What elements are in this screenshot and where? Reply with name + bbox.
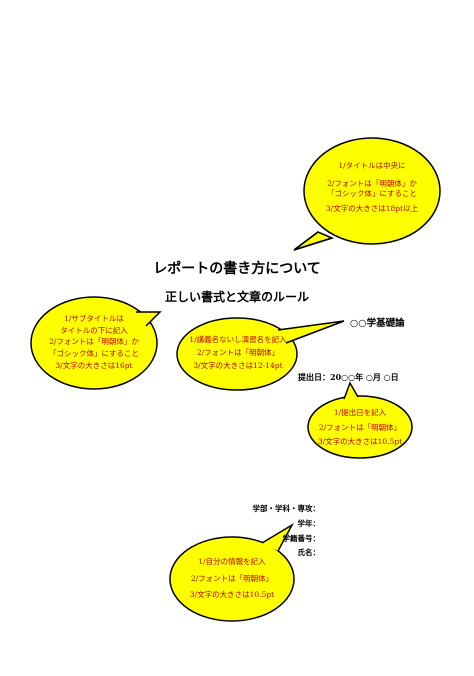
course-name: ○○学基礎論 <box>350 318 405 329</box>
callout-line: 3/文字の大きさは16pt <box>55 360 133 370</box>
callout-line: 2/フォントは「明朝体」か <box>327 178 417 188</box>
callout-line: 3/文字の大きさは18pt以上 <box>325 204 419 214</box>
info-label: 学籍番号： <box>282 534 321 543</box>
callout-date-note <box>307 381 413 459</box>
callout-line: 1/自分の情報を記入 <box>198 557 266 566</box>
callout-line: 3/文字の大きさは12-14pt <box>193 361 283 371</box>
callout-subtitle-note <box>30 296 162 390</box>
callout-line: 2/フォントは「明朝体」 <box>190 573 274 583</box>
callout-line: 1/タイトルは中央に <box>338 161 406 170</box>
info-row-department: 学部・学科・専攻： <box>240 503 321 514</box>
report-subtitle: 正しい書式と文章のルール <box>164 290 309 304</box>
callout-course-note <box>176 317 345 391</box>
info-label: 学年： <box>297 519 321 528</box>
info-row-student-id: 学籍番号： <box>240 533 321 544</box>
callout-line: 2/フォントは「明朝体」 <box>318 422 402 432</box>
callout-info-text: 1/自分の情報を記入 2/フォントは「明朝体」 3/文字の大きさは10.5pt <box>182 554 282 604</box>
report-title: レポートの書き方について <box>153 261 321 277</box>
callout-title-text: 1/タイトルは中央に 2/フォントは「明朝体」か 「ゴシック体」にすること 3/… <box>318 158 426 217</box>
info-row-year: 学年： <box>240 518 321 529</box>
callout-line: 「ゴシック体」にすること <box>48 348 140 358</box>
callout-line: 「ゴシック体」にすること <box>326 188 418 198</box>
submission-date: 提出日：20○○年 ○月 ○日 <box>298 372 399 382</box>
callout-line: 1/講義名ないし演習名を記入 <box>189 335 287 344</box>
callout-title-note <box>293 137 441 251</box>
callout-line: 2/フォントは「明朝体」 <box>196 348 280 358</box>
callout-line: 3/文字の大きさは10.5pt <box>189 590 275 599</box>
callout-line: 1/サブタイトルは <box>64 314 124 323</box>
callout-date-text: 1/提出日を記入 2/フォントは「明朝体」 3/文字の大きさは10.5pt <box>314 406 406 450</box>
info-label: 氏名： <box>297 548 321 557</box>
callout-course-text: 1/講義名ないし演習名を記入 2/フォントは「明朝体」 3/文字の大きさは12-… <box>184 333 292 372</box>
callout-info-note <box>169 522 295 622</box>
info-label: 学部・学科・専攻： <box>252 504 321 513</box>
callout-line: 1/提出日を記入 <box>333 408 387 417</box>
callout-line: 2/フォントは「明朝体」か <box>49 337 139 347</box>
callout-line: タイトルの下に記入 <box>60 325 128 335</box>
callout-subtitle-text: 1/サブタイトルは タイトルの下に記入 2/フォントは「明朝体」か 「ゴシック体… <box>42 313 146 371</box>
callout-line: 3/文字の大きさは10.5pt <box>317 437 403 447</box>
info-row-name: 氏名： <box>240 547 321 558</box>
